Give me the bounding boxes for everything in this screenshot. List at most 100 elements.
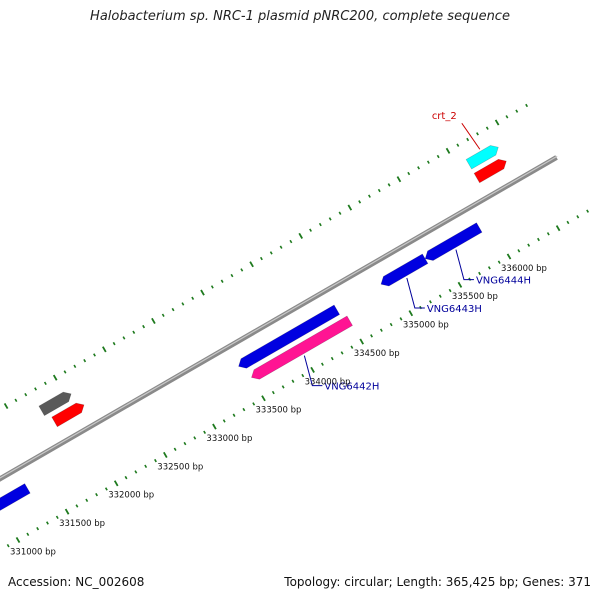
gene-arrow-magenta — [251, 315, 353, 380]
outer-minor-tick — [377, 188, 381, 193]
outer-minor-tick — [338, 211, 342, 215]
inner-minor-tick — [399, 317, 403, 321]
inner-minor-tick — [389, 322, 393, 327]
inner-minor-tick — [291, 379, 295, 383]
gene-label: crt_2 — [432, 111, 457, 122]
outer-major-tick — [445, 147, 451, 154]
outer-tick-ring — [3, 103, 529, 410]
inner-minor-tick — [95, 492, 99, 497]
outer-minor-tick — [466, 137, 470, 142]
inner-minor-tick — [85, 498, 89, 503]
outer-minor-tick — [142, 324, 146, 329]
inner-minor-tick — [379, 328, 383, 332]
outer-minor-tick — [309, 228, 312, 232]
inner-minor-tick — [281, 385, 285, 389]
accession-text: Accession: NC_002608 — [8, 575, 145, 589]
gene-arrow-gray — [38, 391, 72, 417]
inner-minor-tick — [497, 260, 501, 264]
outer-minor-tick — [220, 279, 224, 283]
outer-minor-tick — [426, 160, 430, 164]
outer-minor-tick — [259, 256, 263, 261]
tick-label: 331500 bp — [59, 519, 105, 529]
outer-major-tick — [298, 232, 303, 239]
gene-label: VNG6442H — [324, 382, 379, 393]
inner-minor-tick — [183, 441, 187, 446]
gene-arrow-cyan — [465, 145, 499, 170]
outer-major-tick — [151, 317, 156, 324]
backbone — [0, 155, 558, 482]
tick-label: 336000 bp — [501, 264, 547, 274]
inner-minor-tick — [438, 294, 442, 298]
inner-tick-ring — [6, 209, 590, 548]
outer-minor-tick — [358, 200, 362, 204]
outer-minor-tick — [24, 392, 28, 397]
inner-minor-tick — [154, 458, 157, 463]
outer-minor-tick — [93, 353, 96, 357]
outer-minor-tick — [171, 307, 175, 312]
outer-minor-tick — [210, 285, 214, 289]
outer-minor-tick — [515, 109, 519, 113]
outer-minor-tick — [269, 251, 273, 255]
outer-minor-tick — [34, 387, 38, 391]
gene-features — [0, 145, 507, 511]
outer-major-tick — [102, 346, 107, 353]
callout-line — [406, 277, 425, 309]
inner-minor-tick — [527, 243, 531, 247]
outer-minor-tick — [476, 132, 479, 136]
tick-label: 332000 bp — [108, 491, 154, 501]
gene-arrow-red — [51, 402, 85, 428]
inner-minor-tick — [26, 532, 30, 537]
outer-minor-tick — [279, 245, 283, 249]
inner-minor-tick — [586, 209, 590, 213]
inner-major-tick — [64, 508, 70, 515]
inner-major-tick — [212, 423, 217, 430]
inner-minor-tick — [546, 232, 550, 236]
inner-minor-tick — [203, 430, 207, 434]
outer-minor-tick — [485, 126, 489, 130]
outer-minor-tick — [505, 115, 509, 119]
outer-major-tick — [52, 374, 58, 381]
inner-major-tick — [457, 281, 463, 288]
outer-major-tick — [396, 176, 402, 183]
inner-minor-tick — [448, 288, 452, 293]
outer-minor-tick — [132, 330, 136, 334]
outer-major-tick — [249, 261, 254, 268]
inner-major-tick — [408, 310, 414, 317]
inner-minor-tick — [252, 402, 256, 406]
inner-minor-tick — [144, 464, 148, 468]
inner-major-tick — [506, 253, 512, 260]
tick-label: 333000 bp — [206, 434, 252, 444]
outer-minor-tick — [63, 370, 67, 374]
inner-minor-tick — [320, 362, 324, 366]
outer-major-tick — [3, 402, 9, 410]
outer-major-tick — [494, 119, 500, 126]
inner-major-tick — [15, 536, 21, 544]
outer-minor-tick — [407, 171, 411, 176]
outer-minor-tick — [525, 103, 529, 108]
outer-major-tick — [200, 289, 205, 296]
inner-minor-tick — [301, 373, 305, 378]
topology-stats-text: Topology: circular; Length: 365,425 bp; … — [284, 575, 591, 589]
tick-label: 335000 bp — [403, 321, 449, 331]
inner-minor-tick — [46, 521, 49, 525]
outer-minor-tick — [240, 268, 244, 272]
inner-minor-tick — [576, 215, 580, 219]
inner-minor-tick — [134, 470, 138, 474]
inner-major-tick — [310, 366, 315, 373]
inner-minor-tick — [173, 447, 177, 451]
map-title: Halobacterium sp. NRC-1 plasmid pNRC200,… — [90, 9, 510, 24]
outer-minor-tick — [73, 364, 77, 369]
inner-minor-tick — [478, 271, 482, 276]
inner-minor-tick — [242, 407, 246, 412]
inner-major-tick — [555, 225, 561, 232]
inner-minor-tick — [350, 345, 354, 349]
outer-minor-tick — [43, 381, 47, 386]
inner-minor-tick — [566, 220, 570, 225]
inner-minor-tick — [370, 334, 373, 338]
outer-minor-tick — [289, 239, 293, 244]
backbone-line — [0, 155, 558, 482]
inner-minor-tick — [222, 419, 226, 423]
